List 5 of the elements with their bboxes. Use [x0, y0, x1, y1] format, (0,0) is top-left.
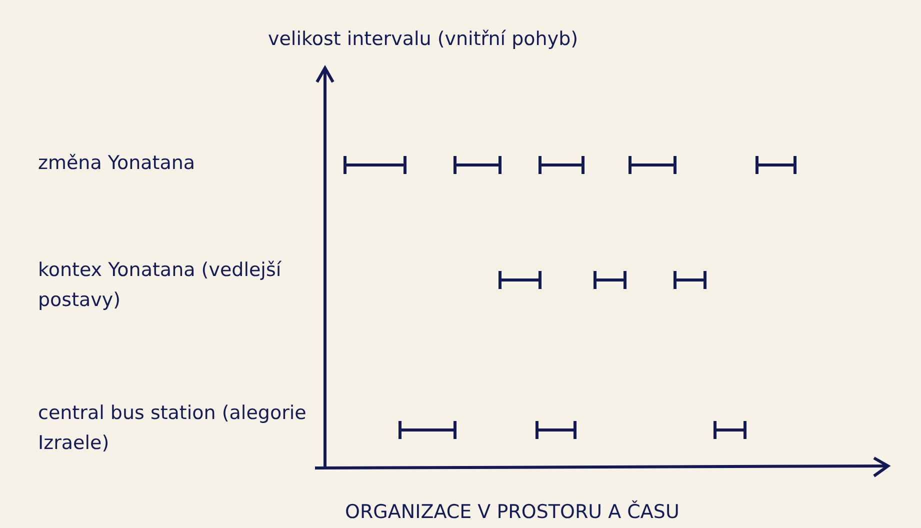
row-label: kontex Yonatana (vedlejší postavy): [38, 258, 282, 313]
axis-title: ORGANIZACE V PROSTORU A ČASU: [345, 499, 680, 525]
row-label: změna Yonatana: [38, 151, 196, 176]
axis-title: velikost intervalu (vnitřní pohyb): [268, 27, 578, 52]
row-label: central bus station (alegorie Izraele): [38, 401, 308, 456]
